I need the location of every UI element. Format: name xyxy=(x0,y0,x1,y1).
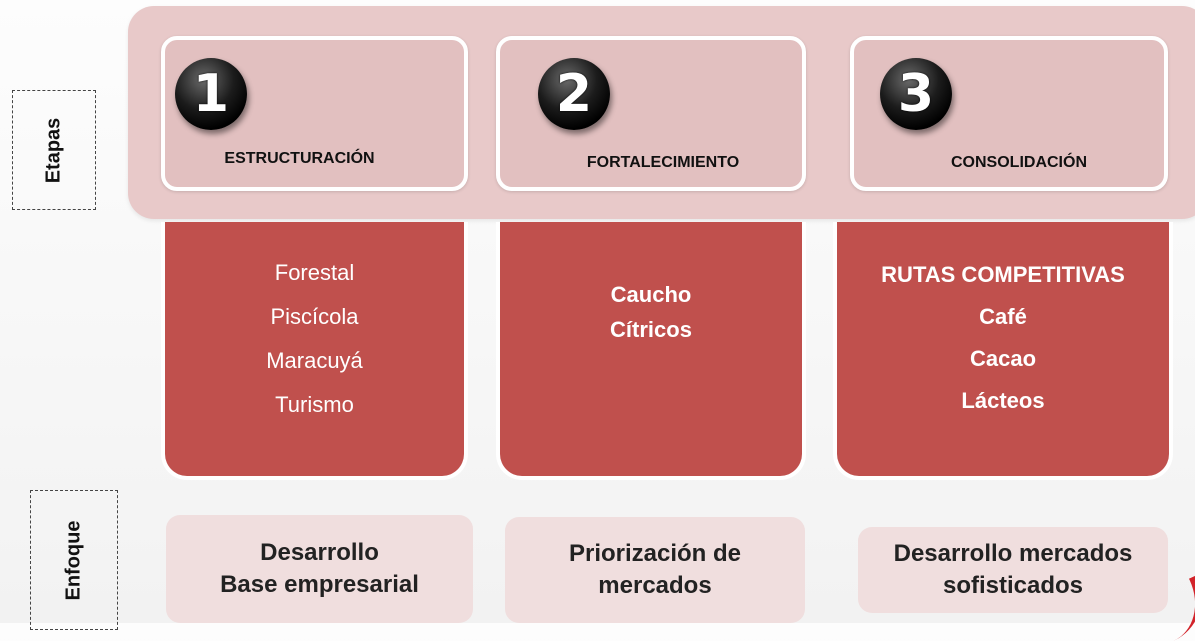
sector-item: Cacao xyxy=(969,346,1037,371)
etapas-label: Etapas xyxy=(42,117,65,183)
focus-box-1: Desarrollo Base empresarial xyxy=(166,515,473,623)
sector-item: Caucho xyxy=(610,282,692,307)
focus-line: sofisticados xyxy=(942,572,1084,599)
sector-box-1: Forestal Piscícola Maracuyá Turismo xyxy=(161,222,468,480)
stage-name-1: ESTRUCTURACIÓN xyxy=(224,150,375,167)
focus-box-2: Priorización de mercados xyxy=(505,517,805,623)
focus-line: Priorización de xyxy=(568,539,742,567)
stage-card-3: 3 CONSOLIDACIÓN xyxy=(850,36,1168,191)
sector-item: Café xyxy=(979,304,1027,329)
stage-card-1: 1 ESTRUCTURACIÓN xyxy=(161,36,468,191)
sector-item: Cítricos xyxy=(610,317,692,342)
sector-item: Lácteos xyxy=(961,388,1045,413)
focus-line: Base empresarial xyxy=(220,571,419,598)
focus-box-3: Desarrollo mercados sofisticados xyxy=(858,527,1168,613)
sector-item: Maracuyá xyxy=(266,348,363,373)
sector-item: Piscícola xyxy=(270,304,359,329)
stage-name-3: CONSOLIDACIÓN xyxy=(951,154,1087,171)
enfoque-label-frame: Enfoque xyxy=(30,490,118,630)
stage-name-2: FORTALECIMIENTO xyxy=(586,154,740,171)
etapas-label-frame: Etapas xyxy=(12,90,96,210)
sector-box-3: RUTAS COMPETITIVAS Café Cacao Lácteos xyxy=(833,222,1173,480)
sector-item: Forestal xyxy=(274,260,355,285)
focus-line: Desarrollo xyxy=(260,538,379,566)
number-1-icon: 1 xyxy=(175,58,247,130)
focus-line: Desarrollo mercados xyxy=(893,539,1133,567)
focus-line: mercados xyxy=(598,572,712,599)
sector-heading: RUTAS COMPETITIVAS xyxy=(881,262,1125,287)
number-3-icon: 3 xyxy=(880,58,952,130)
enfoque-label: Enfoque xyxy=(62,520,85,600)
stage-card-2: 2 FORTALECIMIENTO xyxy=(496,36,806,191)
number-2-icon: 2 xyxy=(538,58,610,130)
sector-box-2: Caucho Cítricos xyxy=(496,222,806,480)
sector-item: Turismo xyxy=(275,392,354,417)
